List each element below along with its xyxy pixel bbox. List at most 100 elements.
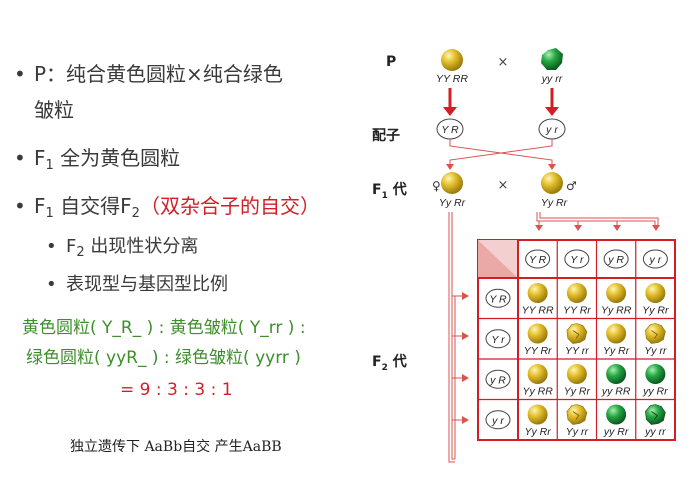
col-gamete-label: Y r: [570, 254, 584, 266]
col-gamete-circle: [564, 249, 590, 269]
row-gamete-circle: [485, 369, 511, 389]
parent-green-wrinkled-seed: [541, 48, 563, 70]
male-gamete-bracket: [536, 212, 659, 226]
row-gamete-circle: [485, 288, 511, 308]
label-f2-text: 代: [388, 353, 407, 370]
green-round-seed: [606, 364, 627, 384]
ratio-heading: 表现型与基因型比例: [66, 274, 228, 295]
yellow-round-seed: [606, 283, 627, 303]
row-gamete-label: Y R: [489, 293, 507, 305]
label-f1-f: F: [372, 182, 382, 198]
gamete-YR-label: Y R: [441, 124, 459, 136]
yellow-round-seed: [527, 364, 548, 384]
f1-female-genotype: Yy Rr: [439, 197, 466, 209]
cell-genotype: YY Rr: [563, 305, 591, 317]
cell-genotype: Yy rr: [566, 426, 589, 438]
seed-wrinkle-mark: [572, 411, 580, 420]
f1self-red-note: （双杂合子的自交）: [139, 194, 320, 218]
row-gamete-label: y R: [489, 374, 506, 386]
sep-text: 出现性状分离: [84, 236, 199, 257]
label-f2-f: F: [372, 354, 382, 370]
gamete-yr-label: y r: [545, 124, 558, 136]
f1-female-seed: [441, 172, 463, 194]
cell-genotype: Yy Rr: [603, 345, 630, 357]
label-f2-sub: 2: [382, 363, 388, 373]
cell-genotype: Yy RR: [601, 305, 632, 317]
col-gamete-label: Y R: [529, 254, 547, 266]
cell-genotype: YY Rr: [524, 345, 552, 357]
label-f1: F1 代: [372, 181, 407, 201]
yellow-round-seed: [606, 323, 627, 344]
parent-yellow-round-seed: [441, 49, 463, 71]
col-gamete-circle: [603, 249, 629, 269]
male-symbol: ♂: [566, 179, 577, 193]
bullet-p-cross: •P：纯合黄色圆粒×纯合绿色: [14, 62, 283, 86]
row-gamete-label: y r: [491, 415, 504, 427]
punnett-grid: Y R Y r y R y r Y R Y r y R y r YY RR YY Rr Yy RR Y…: [478, 240, 676, 441]
arrowhead-p2: [545, 107, 559, 116]
f1self-sub: 1: [45, 206, 54, 221]
yellow-round-seed: [566, 364, 587, 384]
col-gamete-circle: [642, 249, 668, 269]
col-gamete-label: y r: [649, 254, 662, 266]
cell-genotype: Yy RR: [522, 386, 553, 398]
arrowhead-f1-right: [548, 164, 556, 170]
label-f2: F2 代: [372, 353, 407, 373]
corner-shade-2: [478, 240, 518, 278]
f1-male-genotype: Yy Rr: [541, 197, 568, 209]
parent1-genotype: YY RR: [436, 73, 468, 85]
ratio-line-3: = 9 : 3 : 3 : 1: [120, 380, 233, 400]
cell-genotype: yy Rr: [642, 386, 668, 398]
arrowhead-p1: [443, 107, 457, 116]
yellow-round-seed: [527, 283, 548, 303]
cell-genotype: Yy Rr: [642, 305, 669, 317]
cell-genotype: YY rr: [565, 345, 589, 357]
yellow-round-seed: [527, 404, 548, 425]
label-p: P: [386, 54, 396, 70]
cell-genotype: yy Rr: [603, 426, 629, 438]
female-symbol: ♀: [432, 179, 441, 193]
cell-genotype: YY RR: [522, 305, 554, 317]
label-gamete: 配子: [372, 128, 400, 144]
green-round-seed: [645, 364, 666, 384]
label-f1-text: 代: [388, 181, 407, 198]
col-gamete-circle: [525, 249, 551, 269]
yellow-round-seed: [527, 323, 548, 344]
footnote: 独立遗传下 AaBb自交 产生AaBB: [70, 439, 282, 455]
ratio-line-1: 黄色圆粒( Y_R_ ) : 黄色皱粒( Y_rr ) :: [22, 318, 306, 338]
subbullet-separation: •F2 出现性状分离: [46, 236, 199, 260]
f1self-f: F: [34, 194, 46, 218]
cell-genotype: Yy Rr: [525, 426, 552, 438]
arrowhead-f1-left: [446, 164, 454, 170]
f1self-sub2: 2: [131, 206, 140, 221]
cross-symbol-p: ×: [498, 55, 509, 70]
cell-genotype: yy rr: [644, 426, 666, 438]
sep-f: F: [66, 236, 77, 257]
ratio-line-2: 绿色圆粒( yyR_ ) : 绿色皱粒( yyrr ): [26, 348, 301, 368]
f1-f: F: [34, 146, 46, 170]
bracket-arrowheads-top: [535, 225, 660, 231]
bullet-f1-self: •F1 自交得F2（双杂合子的自交）: [14, 194, 320, 221]
row-gamete-circle: [485, 329, 511, 349]
col-gamete-label: y R: [607, 254, 624, 266]
gamete-cross-lines: [449, 139, 553, 166]
bullet-f1: •F1 全为黄色圆粒: [14, 146, 181, 173]
row-gamete-label: Y r: [491, 334, 505, 346]
seed-wrinkle-mark: [651, 330, 658, 339]
f1-sub: 1: [45, 158, 54, 173]
f1-male-seed: [541, 172, 563, 194]
female-gamete-bracket: [448, 212, 464, 463]
green-round-seed: [606, 404, 627, 425]
f1self-text: 自交得F: [53, 194, 132, 218]
bullet-p-cross-cont: 皱粒: [34, 94, 74, 123]
cell-genotype: Yy rr: [644, 345, 667, 357]
bracket-arrowheads-left: [462, 292, 469, 424]
cell-genotype: yy RR: [601, 386, 631, 398]
f1-text: 全为黄色圆粒: [53, 146, 181, 170]
seed-wrinkle-mark: [572, 330, 580, 339]
row-gamete-circle: [485, 410, 511, 430]
bullet-p-cross-text: P：纯合黄色圆粒×纯合绿色: [34, 62, 283, 86]
bullet-p-cross-text2: 皱粒: [34, 98, 74, 122]
yellow-round-seed: [645, 283, 666, 303]
seed-wrinkle-mark: [651, 411, 658, 420]
